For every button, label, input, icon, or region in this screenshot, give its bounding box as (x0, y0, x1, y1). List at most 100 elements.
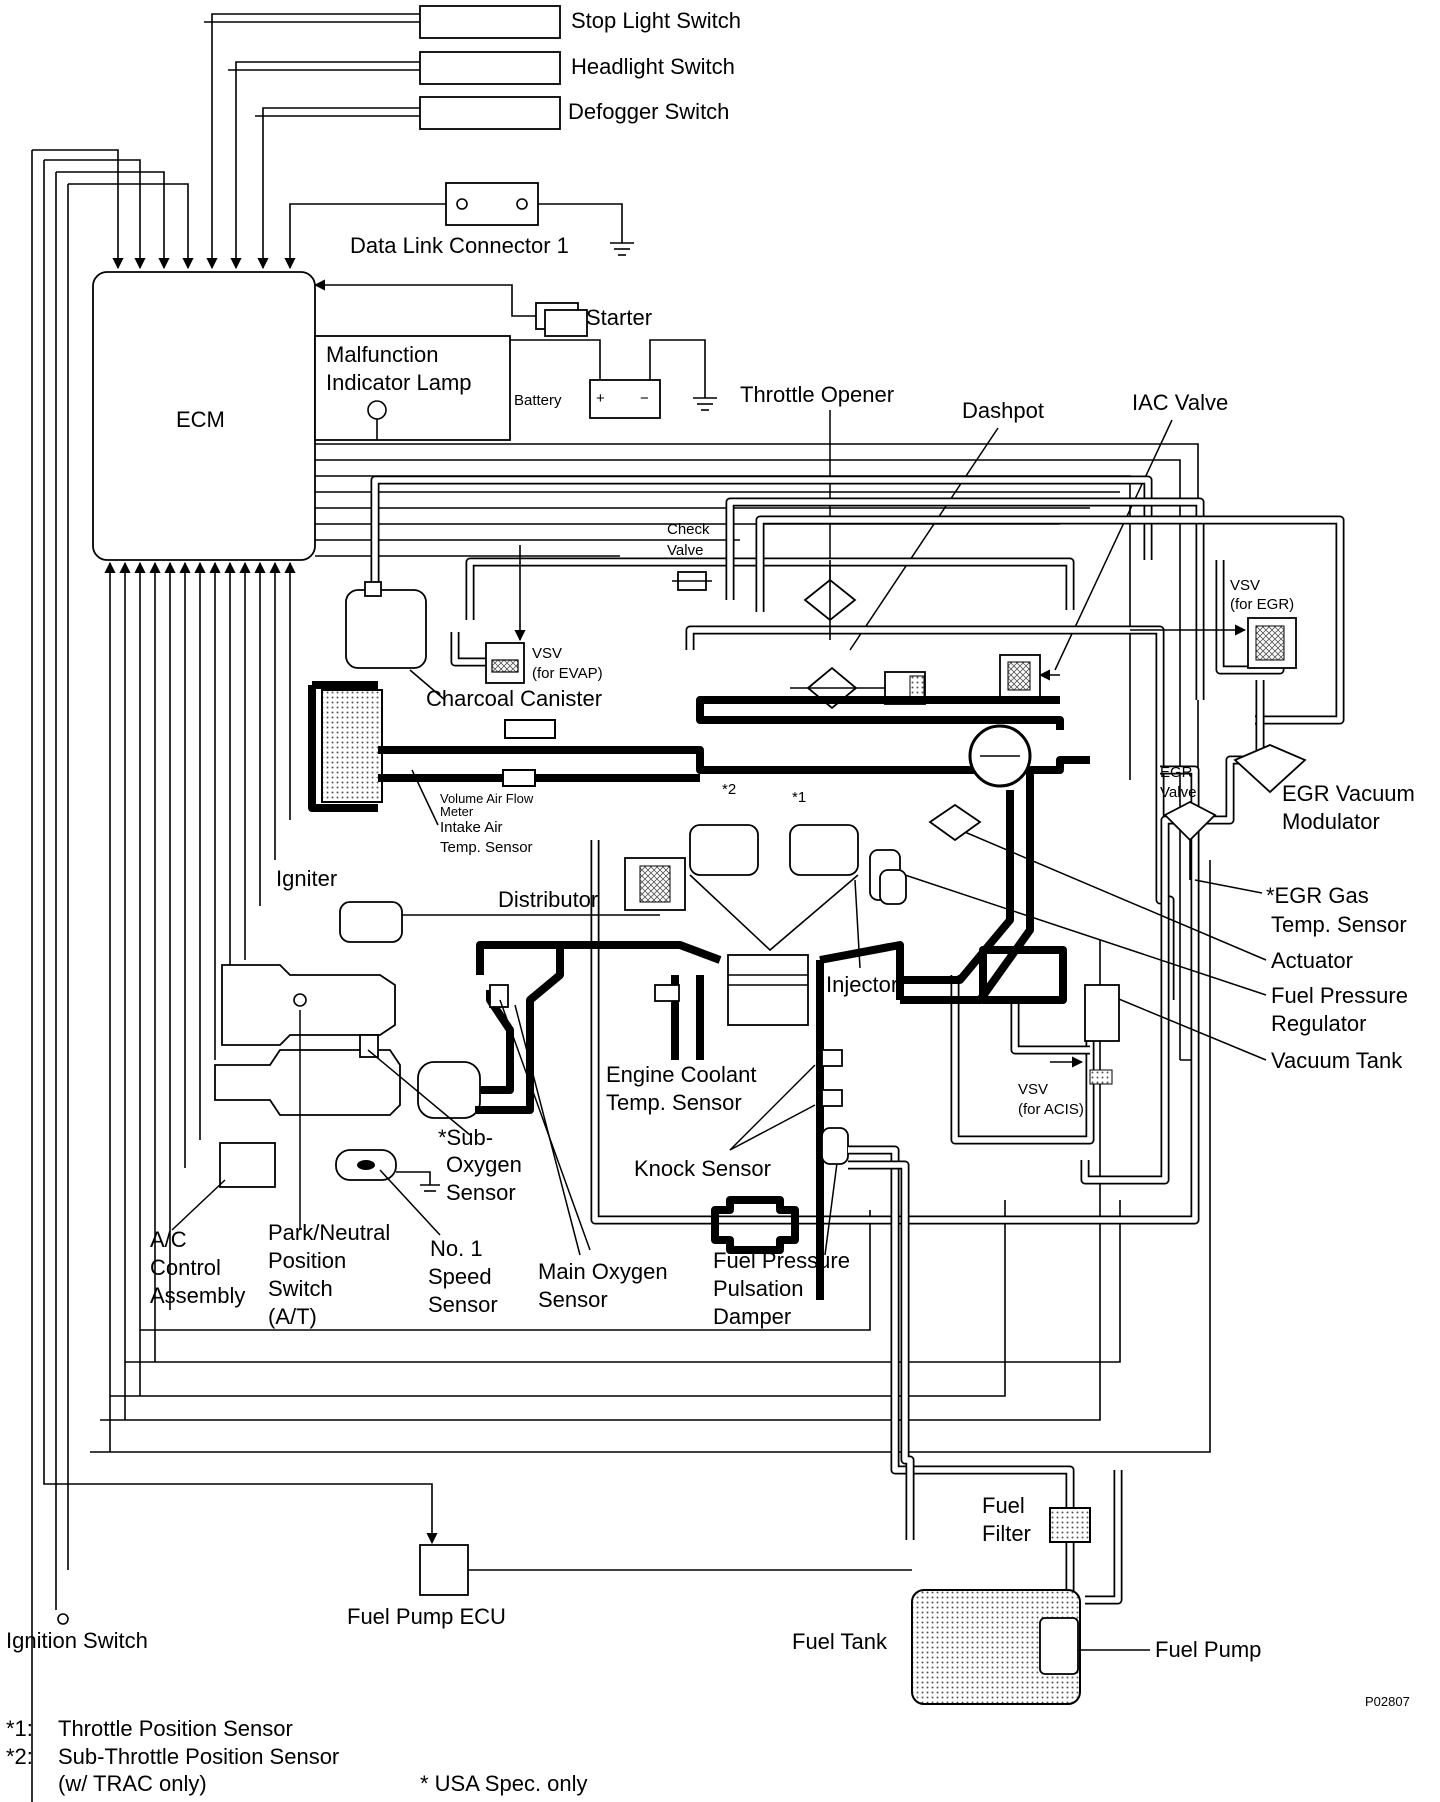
dashpot-label: Dashpot (962, 398, 1044, 423)
battery-minus: − (640, 390, 649, 407)
ecm-input-wiring (104, 561, 296, 1452)
figure-code: P02807 (1365, 1694, 1410, 1709)
check-valve (672, 571, 712, 591)
ecm: ECM (92, 271, 316, 561)
charcoal-canister: Charcoal Canister (345, 581, 602, 711)
vaf-label-2: Meter (440, 804, 474, 819)
pulsation-label-3: Damper (713, 1304, 791, 1329)
battery-plus: + (596, 390, 605, 407)
footnote-1-text: Throttle Position Sensor (58, 1716, 293, 1741)
headlight-switch: Headlight Switch (419, 51, 735, 85)
data-link-connector-label: Data Link Connector 1 (350, 233, 569, 258)
pnp-label-1: Park/Neutral (268, 1220, 390, 1245)
main-o2-label-1: Main Oxygen (538, 1259, 668, 1284)
vsv-evap: VSV (for EVAP) (485, 545, 603, 684)
igniter-label: Igniter (276, 866, 337, 891)
egr-modulator-label-1: EGR Vacuum (1282, 781, 1415, 806)
distributor-label: Distributor (498, 887, 598, 912)
actuator-label: Actuator (1271, 948, 1353, 973)
ignition-switch-label: Ignition Switch (6, 1628, 148, 1653)
fuel-pump: Fuel Pump (1039, 1617, 1261, 1675)
fuel-tank-label: Fuel Tank (792, 1629, 888, 1654)
speed-label-3: Sensor (428, 1292, 498, 1317)
stop-light-switch-label: Stop Light Switch (571, 8, 741, 33)
fuel-pump-label: Fuel Pump (1155, 1637, 1261, 1662)
transmission (221, 964, 396, 1046)
mil-label-1: Malfunction (326, 342, 439, 367)
check-valve-label-2: Valve (667, 542, 703, 559)
footnotes: *1: Throttle Position Sensor *2: Sub-Thr… (6, 1716, 588, 1796)
battery-label: Battery (514, 392, 562, 409)
starter: Starter (313, 279, 652, 337)
speed-label-1: No. 1 (430, 1236, 483, 1261)
pnp-label-2: Position (268, 1248, 346, 1273)
iac-valve-label: IAC Valve (1132, 390, 1228, 415)
fpr-label-1: Fuel Pressure (1271, 983, 1408, 1008)
pnp-label-4: (A/T) (268, 1304, 317, 1329)
egr-valve: EGR Valve (1160, 764, 1217, 880)
knock-sensors: Knock Sensor (634, 1049, 843, 1181)
injector-label: Injector (826, 972, 898, 997)
headlight-switch-label: Headlight Switch (571, 54, 735, 79)
ac-label-3: Assembly (150, 1283, 245, 1308)
vsv-egr: VSV (for EGR) (1130, 577, 1297, 669)
footnote-2-text: Sub-Throttle Position Sensor (58, 1744, 339, 1769)
vaf-label-1: Volume Air Flow (440, 791, 534, 806)
vsv-acis-label-2: (for ACIS) (1018, 1101, 1084, 1118)
ect-label-2: Temp. Sensor (606, 1090, 742, 1115)
sub-o2-label-3: Sensor (446, 1180, 516, 1205)
fuel-pressure-regulator (879, 869, 907, 905)
vsv-egr-label-1: VSV (1230, 577, 1260, 594)
footnote-usa: * USA Spec. only (420, 1771, 588, 1796)
fuel-pump-ecu: Fuel Pump ECU (347, 1544, 912, 1629)
pulsation-label-2: Pulsation (713, 1276, 804, 1301)
egr-valve-label-2: Valve (1160, 784, 1196, 801)
charcoal-canister-label: Charcoal Canister (426, 686, 602, 711)
vsv-evap-label-2: (for EVAP) (532, 665, 603, 682)
starter-label: Starter (586, 305, 652, 330)
sub-o2-label-1: *Sub- (438, 1125, 493, 1150)
loop-wiring (31, 150, 1211, 1802)
ac-label-1: A/C (150, 1227, 187, 1252)
vacuum-tank-label: Vacuum Tank (1271, 1048, 1403, 1073)
speed-label-2: Speed (428, 1264, 492, 1289)
filter-label-1: Fuel (982, 1493, 1025, 1518)
egr-gas-temp-label-2: Temp. Sensor (1271, 912, 1407, 937)
defogger-switch: Defogger Switch (419, 96, 729, 130)
main-o2-label-2: Sensor (538, 1287, 608, 1312)
speed-sensor (335, 1149, 440, 1192)
check-valve-label-1: Check (667, 521, 710, 538)
fuel-tank: Fuel Tank (792, 1589, 1081, 1705)
vsv-acis-label-1: VSV (1018, 1081, 1048, 1098)
egr-valve-label-1: EGR (1160, 764, 1193, 781)
vsv-evap-label-1: VSV (532, 645, 562, 662)
defogger-switch-label: Defogger Switch (568, 99, 729, 124)
fuel-filter: Fuel Filter (982, 1493, 1091, 1546)
engine-block (476, 824, 904, 1300)
actuator (928, 803, 982, 842)
fpr-label-2: Regulator (1271, 1011, 1366, 1036)
sub-o2-label-2: Oxygen (446, 1152, 522, 1177)
ac-control-assembly (219, 1142, 276, 1188)
throttle-opener-label: Throttle Opener (740, 382, 894, 407)
malfunction-indicator-lamp: Malfunction Indicator Lamp (314, 335, 511, 441)
egr-gas-temp-label-1: *EGR Gas (1266, 883, 1369, 908)
ac-label-2: Control (150, 1255, 221, 1280)
iat-label-2: Temp. Sensor (440, 839, 533, 856)
vsv-acis: VSV (for ACIS) (1018, 1056, 1084, 1118)
knock-sensor-label: Knock Sensor (634, 1156, 771, 1181)
exhaust-system (214, 945, 564, 1119)
igniter: Igniter (276, 866, 660, 943)
mil-label-2: Indicator Lamp (326, 370, 472, 395)
vsv-egr-label-2: (for EGR) (1230, 596, 1294, 613)
switch-wiring (32, 13, 420, 270)
vacuum-tank (979, 946, 1120, 1085)
tps2-marker: *2 (722, 781, 736, 798)
ignition-switch: Ignition Switch (6, 1613, 148, 1653)
egr-modulator-label-2: Modulator (1282, 809, 1380, 834)
ect-label-1: Engine Coolant (606, 1062, 756, 1087)
stop-light-switch: Stop Light Switch (419, 5, 741, 39)
ecm-label: ECM (176, 407, 225, 432)
filter-label-2: Filter (982, 1521, 1031, 1546)
